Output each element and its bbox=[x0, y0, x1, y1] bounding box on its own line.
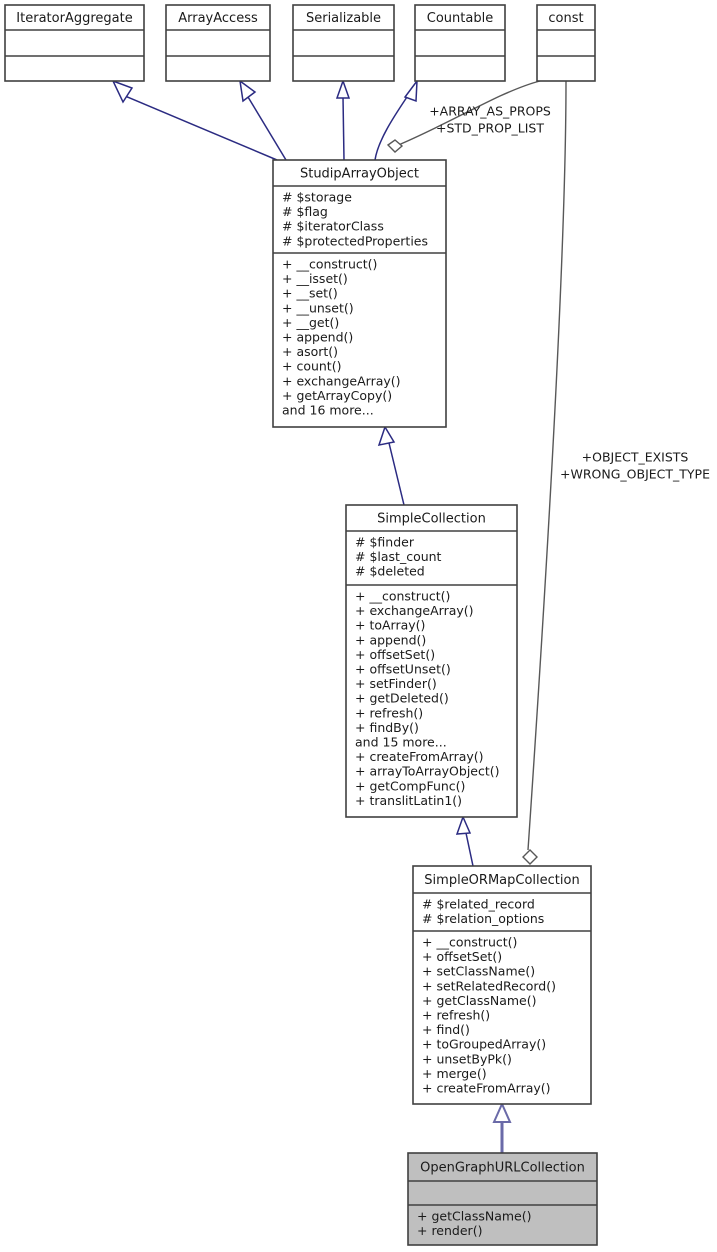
class-method: + refresh() bbox=[355, 705, 423, 720]
class-box-frame bbox=[536, 4, 596, 82]
class-attribute: # $protectedProperties bbox=[282, 233, 428, 248]
class-method: + merge() bbox=[422, 1066, 487, 1081]
class-attribute: # $storage bbox=[282, 190, 352, 205]
class-method: + findBy() bbox=[355, 720, 419, 735]
class-method: + getClassName() bbox=[417, 1209, 532, 1224]
class-box-simpleormapcollection[interactable]: SimpleORMapCollection # $related_record# … bbox=[412, 865, 592, 1105]
class-attribute: # $related_record bbox=[422, 897, 535, 912]
class-name: const bbox=[548, 11, 583, 26]
edge-label-line: +WRONG_OBJECT_TYPE bbox=[560, 467, 710, 482]
class-box-const[interactable]: const bbox=[536, 4, 596, 82]
class-name: StudipArrayObject bbox=[300, 167, 419, 182]
class-attribute: # $finder bbox=[355, 535, 415, 550]
class-method: + asort() bbox=[282, 344, 338, 359]
class-method: + __set() bbox=[282, 286, 338, 301]
class-method: + __isset() bbox=[282, 271, 348, 286]
class-box-arrayaccess[interactable]: ArrayAccess bbox=[165, 4, 271, 82]
class-method: + exchangeArray() bbox=[355, 603, 474, 618]
class-name: SimpleCollection bbox=[377, 512, 486, 527]
class-box-frame bbox=[407, 1152, 598, 1246]
class-method: + __unset() bbox=[282, 300, 354, 315]
class-method: + append() bbox=[355, 632, 426, 647]
edge-label-line: +OBJECT_EXISTS bbox=[582, 450, 689, 465]
class-method: + arrayToArrayObject() bbox=[355, 764, 500, 779]
class-method: + setFinder() bbox=[355, 676, 437, 691]
class-method: + __get() bbox=[282, 315, 339, 330]
edge-label-array-as-props: +ARRAY_AS_PROPS +STD_PROP_LIST bbox=[429, 104, 551, 136]
class-method: + offsetUnset() bbox=[355, 662, 451, 677]
class-attribute: # $iteratorClass bbox=[282, 219, 384, 234]
class-method: and 15 more... bbox=[355, 735, 447, 750]
edge-simplecollection-to-studiparrayobject bbox=[377, 425, 405, 506]
edge-const-aggregation-studiparrayobject bbox=[386, 80, 541, 153]
class-attribute: # $relation_options bbox=[422, 911, 544, 926]
edge-opengraphurlcollection-to-simpleormapcollection bbox=[492, 1101, 512, 1153]
class-box-frame bbox=[414, 4, 506, 82]
class-name: ArrayAccess bbox=[178, 11, 258, 26]
class-name: Countable bbox=[427, 11, 493, 26]
class-name: Serializable bbox=[306, 11, 381, 26]
class-method: + unsetByPk() bbox=[422, 1051, 512, 1066]
class-method: + render() bbox=[417, 1223, 482, 1238]
class-method: + createFromArray() bbox=[355, 749, 484, 764]
class-box-simplecollection[interactable]: SimpleCollection # $finder# $last_count# … bbox=[345, 504, 518, 818]
class-method: + getClassName() bbox=[422, 993, 537, 1008]
class-name: IteratorAggregate bbox=[16, 11, 132, 26]
class-method: + offsetSet() bbox=[355, 647, 435, 662]
class-box-frame bbox=[165, 4, 271, 82]
class-box-frame bbox=[345, 504, 518, 818]
class-method: + translitLatin1() bbox=[355, 793, 462, 808]
class-method: + getCompFunc() bbox=[355, 778, 465, 793]
class-method: + refresh() bbox=[422, 1008, 490, 1023]
class-box-frame bbox=[412, 865, 592, 1105]
class-box-studiparrayobject[interactable]: StudipArrayObject # $storage# $flag# $ite… bbox=[272, 159, 447, 428]
class-method: + __construct() bbox=[422, 935, 517, 950]
edge-studiparrayobject-to-iteratoraggregate bbox=[111, 79, 278, 161]
class-method: + getDeleted() bbox=[355, 691, 449, 706]
class-method: + setRelatedRecord() bbox=[422, 978, 556, 993]
class-method: + setClassName() bbox=[422, 964, 535, 979]
class-method: + append() bbox=[282, 330, 353, 345]
class-name: SimpleORMapCollection bbox=[424, 873, 579, 888]
class-method: + exchangeArray() bbox=[282, 373, 401, 388]
class-method: + toGroupedArray() bbox=[422, 1037, 546, 1052]
edge-const-aggregation-simpleormapcollection bbox=[522, 80, 567, 865]
class-method: + getArrayCopy() bbox=[282, 388, 392, 403]
class-boxes-layer: IteratorAggregate ArrayAccess Serializable… bbox=[4, 4, 598, 1246]
class-method: + count() bbox=[282, 359, 341, 374]
class-box-opengraphurlcollection[interactable]: OpenGraphURLCollection + getClassName()+ … bbox=[407, 1152, 598, 1246]
class-method: and 16 more... bbox=[282, 403, 374, 418]
edge-label-line: +STD_PROP_LIST bbox=[436, 121, 544, 136]
edge-label-object-exists: +OBJECT_EXISTS +WRONG_OBJECT_TYPE bbox=[560, 450, 710, 482]
class-box-frame bbox=[292, 4, 395, 82]
edge-simpleormapcollection-to-simplecollection bbox=[455, 814, 474, 867]
edge-label-line: +ARRAY_AS_PROPS bbox=[429, 104, 551, 119]
class-method: + toArray() bbox=[355, 618, 425, 633]
class-attribute: # $flag bbox=[282, 204, 328, 219]
edge-studiparrayobject-to-serializable bbox=[335, 78, 351, 161]
class-box-frame bbox=[4, 4, 145, 82]
class-box-serializable[interactable]: Serializable bbox=[292, 4, 395, 82]
class-box-iteratoraggregate[interactable]: IteratorAggregate bbox=[4, 4, 145, 82]
class-name: OpenGraphURLCollection bbox=[420, 1161, 585, 1176]
edge-labels-layer: +ARRAY_AS_PROPS +STD_PROP_LIST +OBJECT_EXI… bbox=[429, 104, 710, 482]
class-method: + offsetSet() bbox=[422, 949, 502, 964]
class-method: + createFromArray() bbox=[422, 1081, 551, 1096]
class-attribute: # $last_count bbox=[355, 549, 442, 564]
class-box-countable[interactable]: Countable bbox=[414, 4, 506, 82]
edge-studiparrayobject-to-countable bbox=[374, 78, 418, 161]
class-method: + __construct() bbox=[355, 589, 450, 604]
class-attribute: # $deleted bbox=[355, 564, 425, 579]
class-method: + __construct() bbox=[282, 257, 377, 272]
edge-studiparrayobject-to-arrayaccess bbox=[238, 79, 287, 161]
class-box-frame bbox=[272, 159, 447, 428]
class-method: + find() bbox=[422, 1022, 470, 1037]
